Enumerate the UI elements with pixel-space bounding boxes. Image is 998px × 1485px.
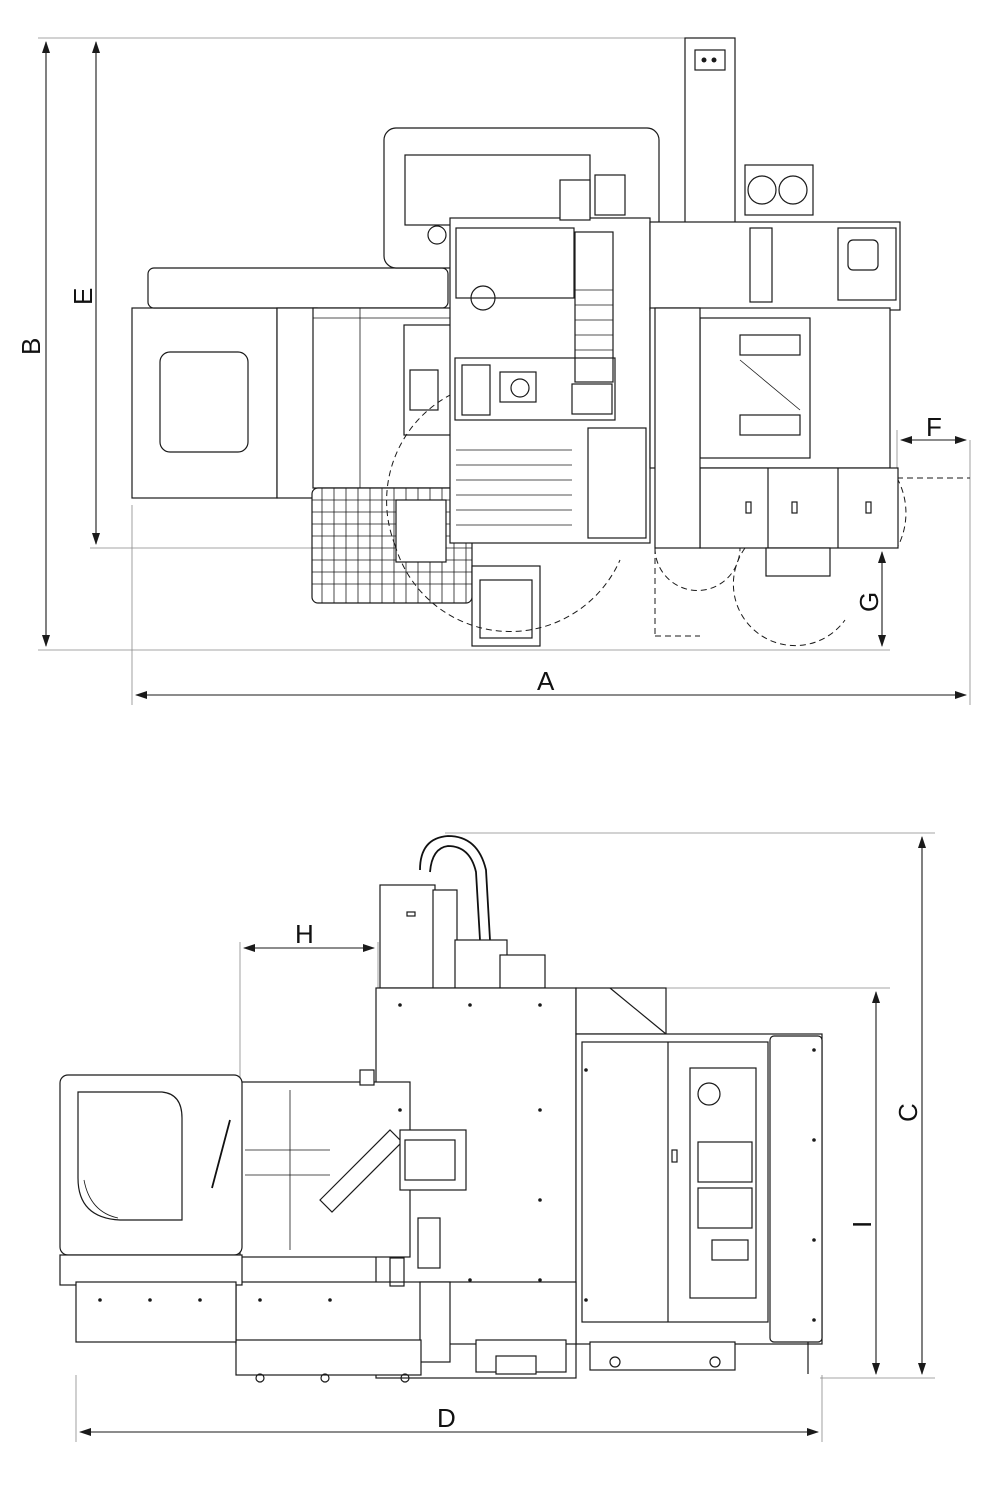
side-view: H C I D [59, 832, 935, 1442]
dimension-label-b: B [16, 338, 46, 355]
panel-rivets [98, 1003, 816, 1322]
top-view: A B E F G [16, 37, 971, 705]
dimension-label-g: G [854, 592, 884, 612]
dimension-label-e: E [68, 288, 98, 305]
dimension-label-h: H [295, 919, 314, 949]
dimension-label-a: A [537, 666, 555, 696]
dimension-label-i: I [847, 1221, 877, 1228]
dimension-label-d: D [437, 1403, 456, 1433]
dimension-label-f: F [926, 412, 942, 442]
dimension-label-c: C [893, 1103, 923, 1122]
